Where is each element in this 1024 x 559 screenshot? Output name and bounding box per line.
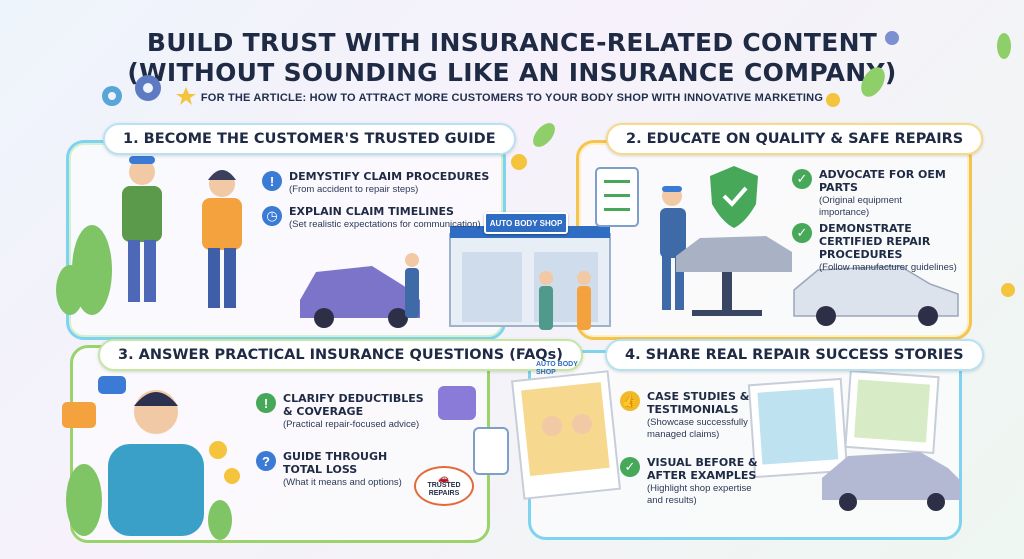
- item-certified-repairs: ✓ DEMONSTRATE CERTIFIED REPAIR PROCEDURE…: [792, 222, 967, 274]
- section-title-trusted-guide: 1. BECOME THE CUSTOMER'S TRUSTED GUIDE: [103, 123, 516, 155]
- repaired-car-illustration: [793, 265, 959, 326]
- coin-icon: [209, 441, 240, 484]
- section-title-insurance-faqs: 3. ANSWER PRACTICAL INSURANCE QUESTIONS …: [98, 339, 583, 371]
- item-detail: (From accident to repair steps): [289, 184, 419, 195]
- damaged-car-illustration: [300, 266, 420, 328]
- item-heading: DEMYSTIFY CLAIM PROCEDURES: [289, 170, 490, 183]
- item-heading: EXPLAIN CLAIM TIMELINES: [289, 205, 454, 218]
- mechanics-illustration: [405, 253, 591, 330]
- item-detail: (Practical repair-focused advice): [283, 419, 420, 430]
- car-icon: 🚗: [438, 473, 450, 483]
- item-heading: GUIDE THROUGH TOTAL LOSS: [283, 450, 388, 476]
- car-on-lift-illustration: [676, 236, 792, 316]
- mechanic-illustration: [660, 186, 686, 310]
- item-before-after: ✓ VISUAL BEFORE & AFTER EXAMPLES (Highli…: [620, 456, 760, 507]
- exclamation-icon: !: [262, 171, 282, 191]
- bush-illustration: [66, 464, 232, 540]
- item-deductibles: ! CLARIFY DEDUCTIBLES & COVERAGE (Practi…: [256, 392, 432, 431]
- exclamation-icon: !: [256, 393, 276, 413]
- item-heading: VISUAL BEFORE & AFTER EXAMPLES: [647, 456, 758, 482]
- leaf-icon: [533, 33, 1011, 147]
- bush-illustration: [56, 225, 112, 315]
- item-detail: (Showcase successfully managed claims): [647, 417, 748, 440]
- gear-icon: [135, 75, 161, 101]
- shield-icon: [710, 166, 758, 228]
- check-icon: ✓: [620, 457, 640, 477]
- item-oem-parts: ✓ ADVOCATE FOR OEM PARTS (Original equip…: [792, 168, 962, 219]
- clipboard-icon: [595, 167, 639, 227]
- article-subtitle: FOR THE ARTICLE: HOW TO ATTRACT MORE CUS…: [200, 92, 824, 104]
- main-title: BUILD TRUST WITH INSURANCE-RELATED CONTE…: [146, 28, 878, 57]
- header: BUILD TRUST WITH INSURANCE-RELATED CONTE…: [0, 28, 1024, 104]
- customer-photo-frame: [510, 370, 622, 500]
- gear-icon: [102, 86, 122, 106]
- clock-icon: ◷: [262, 206, 282, 226]
- thumbs-up-icon: 👍: [620, 391, 640, 411]
- item-heading: DEMONSTRATE CERTIFIED REPAIR PROCEDURES: [819, 222, 931, 261]
- stamp-label: TRUSTED REPAIRS: [427, 482, 461, 497]
- section-title-quality-repairs: 2. EDUCATE ON QUALITY & SAFE REPAIRS: [606, 123, 984, 155]
- auto-body-shop-sign: AUTO BODY SHOP: [484, 212, 568, 234]
- man-on-phone-illustration: [108, 390, 204, 536]
- star-icon: [176, 87, 196, 105]
- item-heading: ADVOCATE FOR OEM PARTS: [819, 168, 946, 194]
- item-claim-timelines: ◷ EXPLAIN CLAIM TIMELINES (Set realistic…: [262, 205, 482, 231]
- handshake-photo-frame: [747, 369, 940, 479]
- chat-bubble-icon: [62, 376, 509, 475]
- question-icon: ?: [256, 451, 276, 471]
- trusted-repairs-stamp: 🚗 TRUSTED REPAIRS: [414, 466, 474, 506]
- item-case-studies: 👍 CASE STUDIES & TESTIMONIALS (Showcase …: [620, 390, 750, 441]
- finished-car-illustration: [822, 452, 960, 511]
- check-icon: ✓: [792, 223, 812, 243]
- item-total-loss: ? GUIDE THROUGH TOTAL LOSS (What it mean…: [256, 450, 416, 489]
- customer-illustration: [202, 170, 242, 308]
- check-icon: ✓: [792, 169, 812, 189]
- item-detail: (Highlight shop expertise and results): [647, 483, 752, 506]
- item-detail: (Set realistic expectations for communic…: [289, 219, 481, 230]
- coin-icon: [511, 93, 1015, 297]
- mechanic-illustration: [122, 156, 162, 302]
- item-heading: CLARIFY DEDUCTIBLES & COVERAGE: [283, 392, 424, 418]
- item-demystify-claims: ! DEMYSTIFY CLAIM PROCEDURES (From accid…: [262, 170, 502, 196]
- item-detail: (What it means and options): [283, 477, 402, 488]
- section-title-success-stories: 4. SHARE REAL REPAIR SUCCESS STORIES: [605, 339, 984, 371]
- gear-icon: [885, 31, 899, 45]
- item-heading: CASE STUDIES & TESTIMONIALS: [647, 390, 750, 416]
- auto-body-shop-logo: AUTO BODY SHOP: [536, 361, 578, 376]
- item-detail: (Follow manufacturer guidelines): [819, 262, 957, 273]
- main-title-subline: (WITHOUT SOUNDING LIKE AN INSURANCE COMP…: [127, 58, 897, 87]
- item-detail: (Original equipment importance): [819, 195, 902, 218]
